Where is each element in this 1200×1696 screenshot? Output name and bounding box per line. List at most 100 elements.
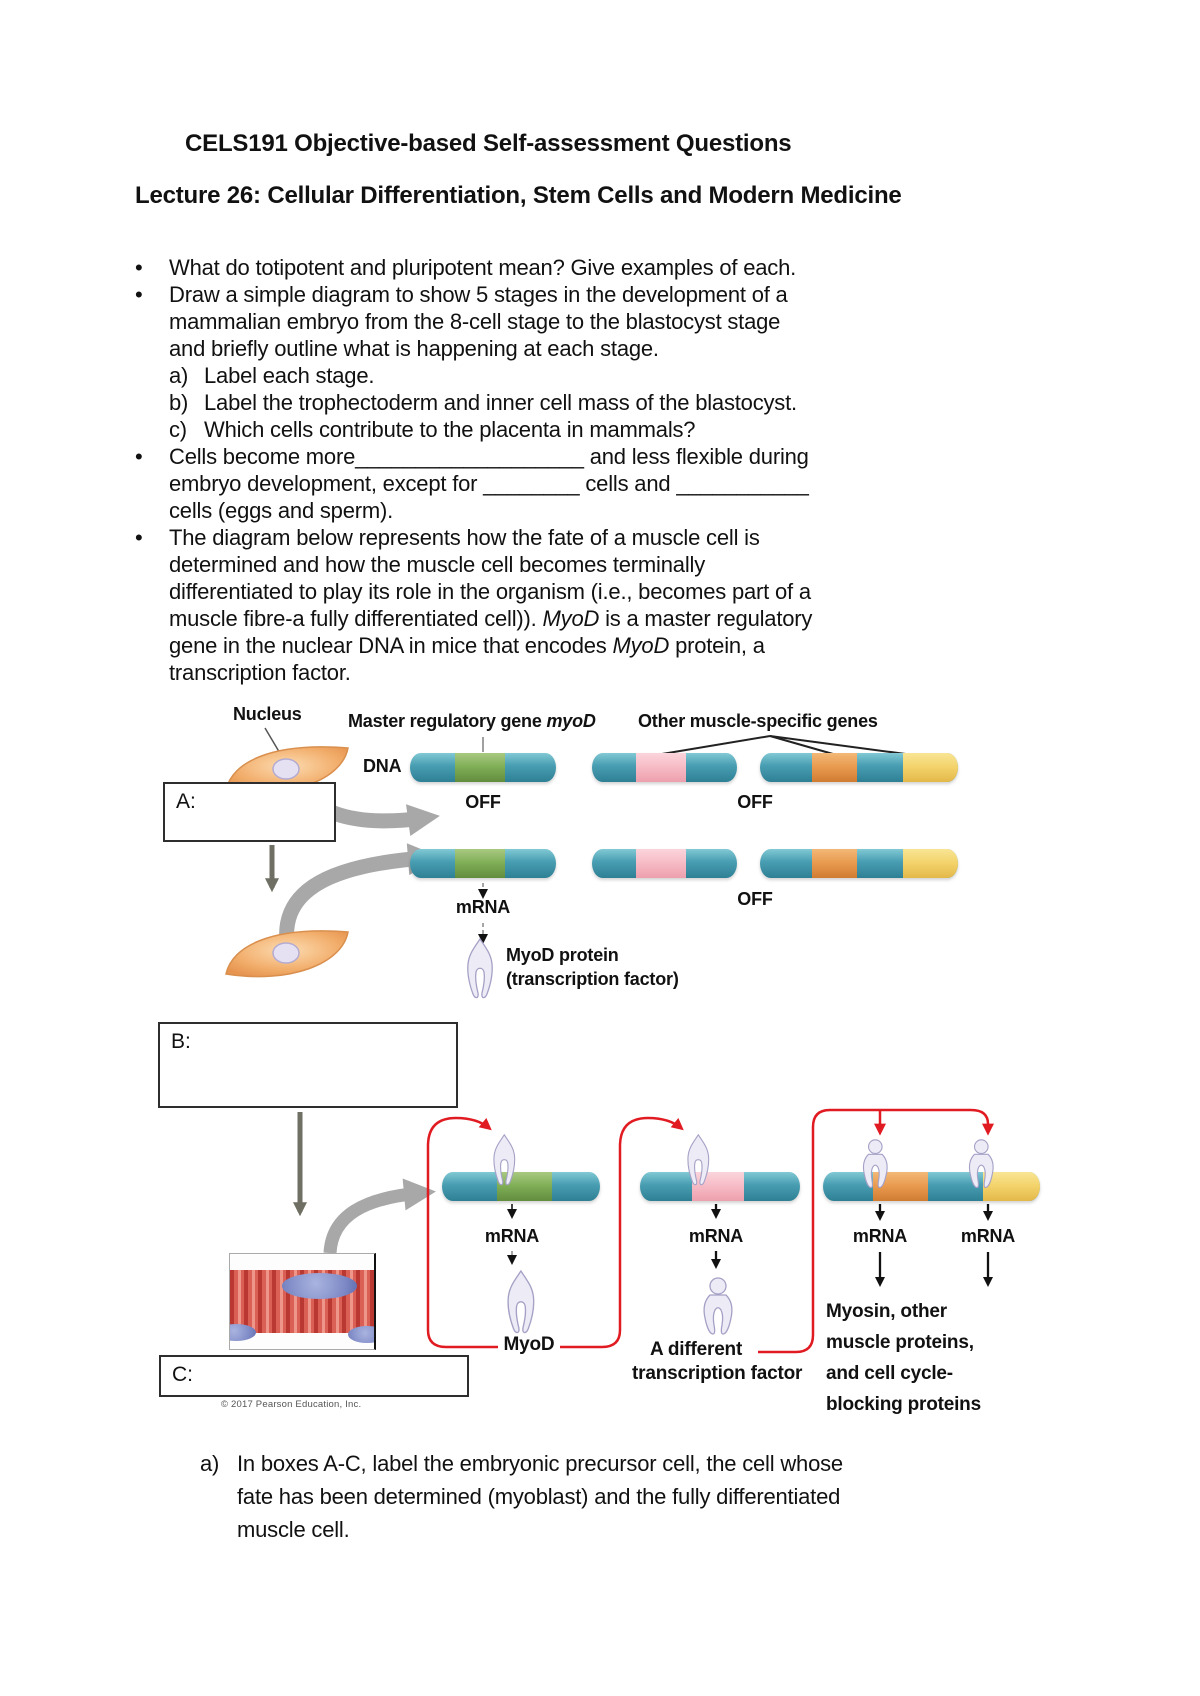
text-segment: protein, a	[669, 633, 765, 658]
off-label: OFF	[737, 792, 773, 812]
question-list: • What do totipotent and pluripotent mea…	[135, 254, 1095, 686]
myod-gene-italic: MyoD	[612, 633, 670, 658]
gene-segment-orange	[812, 849, 857, 878]
myod-protein-label: (transcription factor)	[506, 969, 679, 989]
answer-box-c[interactable]: C:	[159, 1355, 469, 1397]
other-genes-label: Other muscle-specific genes	[638, 711, 878, 731]
off-label: OFF	[737, 889, 773, 909]
bullet-marker: •	[135, 444, 143, 469]
gene-segment-myod	[497, 1172, 552, 1201]
mrna-label: mRNA	[960, 1226, 1016, 1246]
bullet-marker: •	[135, 282, 143, 307]
question-text: Cells become more___________________ and…	[169, 444, 809, 469]
mrna-label: mRNA	[455, 897, 511, 917]
question-text: muscle fibre-a fully differentiated cell…	[169, 605, 1095, 632]
question-text: mammalian embryo from the 8-cell stage t…	[169, 309, 781, 334]
question-text: transcription factor.	[169, 660, 351, 685]
question-text: The diagram below represents how the fat…	[169, 525, 760, 550]
myosin-proteins-label: Myosin, other muscle proteins, and cell …	[826, 1296, 981, 1420]
sub-marker: a)	[169, 363, 189, 388]
question-text: Draw a simple diagram to show 5 stages i…	[169, 282, 788, 307]
myod-protein-icon	[467, 938, 493, 999]
text-segment: Master regulatory gene	[348, 711, 547, 731]
dna-bar-row3-gene3	[823, 1172, 1040, 1201]
sub-question-text: Which cells contribute to the placenta i…	[204, 417, 696, 442]
question-item-1: • What do totipotent and pluripotent mea…	[135, 254, 1095, 281]
gene-segment-orange	[873, 1172, 928, 1201]
sub-question-text: Label each stage.	[204, 363, 375, 388]
myod-protein-product-icon	[507, 1270, 535, 1334]
different-tf-label: transcription factor	[632, 1363, 803, 1384]
dna-bar-row2-myod	[410, 849, 556, 878]
gene-segment-yellow	[903, 849, 958, 878]
muscle-fibre-image	[229, 1253, 376, 1350]
question-item-3: • Cells become more___________________ a…	[135, 443, 1095, 524]
nucleus-pointer-line	[264, 727, 285, 761]
page-title: CELS191 Objective-based Self-assessment …	[185, 130, 792, 157]
text-segment: gene in the nuclear DNA in mice that enc…	[169, 633, 613, 658]
gray-curved-arrow-row2	[279, 843, 440, 952]
sub-question-a: a) Label each stage.	[169, 362, 1095, 389]
question-text: cells (eggs and sperm).	[169, 498, 394, 523]
other-genes-pointer-line	[661, 735, 771, 755]
text-segment: is a master regulatory	[599, 606, 813, 631]
answer-box-b[interactable]: B:	[158, 1022, 458, 1108]
gray-curved-arrow-row3	[323, 1178, 436, 1254]
gene-segment-yellow	[983, 1172, 1040, 1201]
question-text: embryo development, except for ________ …	[169, 471, 809, 496]
myod-feedback-label: MyoD	[503, 1334, 555, 1355]
dna-bar-row1-gene3	[760, 753, 958, 782]
question-text: determined and how the muscle cell becom…	[169, 552, 705, 577]
different-tf-label: A different	[650, 1339, 743, 1360]
answer-box-b-label: B:	[171, 1030, 191, 1053]
mrna-label: mRNA	[484, 1226, 540, 1246]
answer-box-a[interactable]: A:	[163, 782, 336, 842]
question-text: In boxes A-C, label the embryonic precur…	[237, 1451, 843, 1476]
myod-protein-label: MyoD protein	[506, 945, 619, 965]
other-genes-pointer-line	[769, 735, 834, 755]
question-text: muscle cell.	[237, 1517, 350, 1542]
question-text: differentiated to play its role in the o…	[169, 579, 811, 604]
final-question: a) In boxes A-C, label the embryonic pre…	[200, 1447, 843, 1546]
bullet-marker: •	[135, 525, 143, 550]
nucleus-label: Nucleus	[233, 704, 302, 724]
gene-segment-myod	[455, 849, 505, 878]
question-item-4: • The diagram below represents how the f…	[135, 524, 1095, 686]
question-text: and briefly outline what is happening at…	[169, 336, 659, 361]
muscle-nucleus	[348, 1326, 374, 1344]
myod-gene-italic: MyoD	[542, 606, 600, 631]
dna-label: DNA	[363, 756, 402, 776]
sub-question-c: c) Which cells contribute to the placent…	[169, 416, 1095, 443]
answer-box-a-label: A:	[176, 790, 196, 813]
master-gene-label: Master regulatory gene myoD	[348, 711, 596, 732]
dna-bar-row2-gene3	[760, 849, 958, 878]
question-text: What do totipotent and pluripotent mean?…	[169, 255, 797, 280]
gene-segment-orange	[812, 753, 857, 782]
gene-segment-pink	[636, 753, 686, 782]
gene-segment-pink	[636, 849, 686, 878]
sub-question-b: b) Label the trophectoderm and inner cel…	[169, 389, 1095, 416]
copyright-notice: © 2017 Pearson Education, Inc.	[221, 1399, 362, 1410]
muscle-nucleus	[230, 1324, 256, 1342]
question-item-2: • Draw a simple diagram to show 5 stages…	[135, 281, 1095, 443]
text-line: and cell cycle-	[826, 1363, 953, 1384]
text-line: muscle proteins,	[826, 1332, 974, 1353]
off-label: OFF	[465, 792, 501, 812]
myoblast-cell-shape	[225, 930, 349, 978]
answer-box-c-label: C:	[172, 1363, 193, 1386]
question-text: gene in the nuclear DNA in mice that enc…	[169, 632, 1095, 659]
mrna-label: mRNA	[688, 1226, 744, 1246]
myod-gene-italic: myoD	[546, 711, 596, 731]
muscle-nucleus	[281, 1273, 357, 1299]
dna-bar-row1-gene2	[592, 753, 737, 782]
gene-segment-myod	[455, 753, 505, 782]
text-segment: muscle fibre-a fully differentiated cell…	[169, 606, 543, 631]
gene-segment-pink	[692, 1172, 744, 1201]
lecture-heading: Lecture 26: Cellular Differentiation, St…	[135, 182, 902, 209]
sub-marker: a)	[200, 1451, 220, 1476]
sub-marker: c)	[169, 417, 187, 442]
